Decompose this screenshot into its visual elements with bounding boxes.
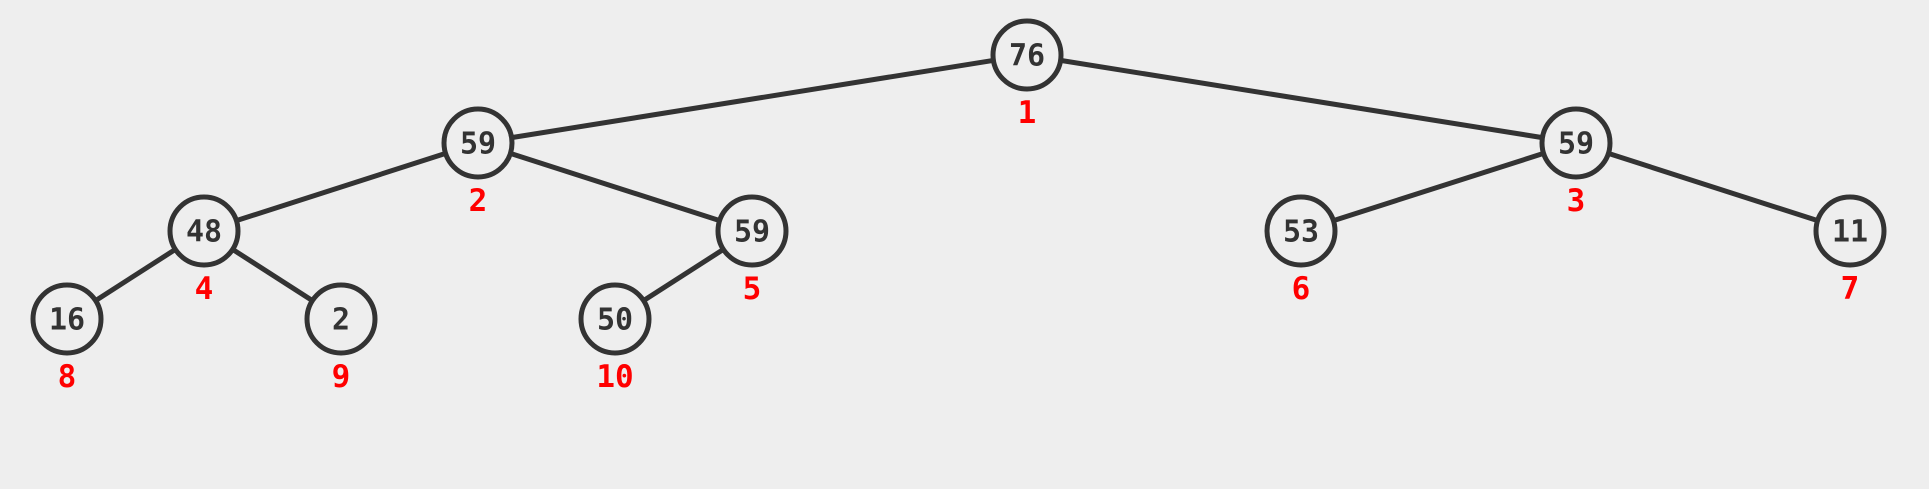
- node-circle: [441, 106, 515, 180]
- edge-n3-n6: [1300, 140, 1577, 234]
- node-circle: [990, 18, 1064, 92]
- node-value: 11: [1832, 215, 1868, 250]
- node-value: 59: [1558, 127, 1594, 162]
- node-circle: [1539, 106, 1613, 180]
- node-circle: [304, 282, 378, 356]
- node-value: 2: [332, 303, 350, 338]
- node-index-label: 3: [1567, 183, 1586, 219]
- tree-node-n8: 16 8: [30, 282, 104, 395]
- node-value: 50: [597, 303, 633, 338]
- edge-n2-n5: [477, 140, 753, 234]
- node-index-label: 6: [1292, 271, 1311, 307]
- node-value: 53: [1283, 215, 1319, 250]
- tree-node-n5: 59 5: [715, 194, 789, 307]
- edges-layer: [65, 52, 1851, 322]
- node-index-label: 7: [1841, 271, 1860, 307]
- edge-n1-n2: [477, 52, 1028, 146]
- node-value: 16: [49, 303, 85, 338]
- edge-n3-n7: [1575, 140, 1851, 234]
- node-circle: [1813, 194, 1887, 268]
- node-index-label: 1: [1018, 95, 1037, 131]
- node-index-label: 5: [743, 271, 762, 307]
- tree-node-n1: 76 1: [990, 18, 1064, 131]
- node-circle: [715, 194, 789, 268]
- tree-node-n3: 59 3: [1539, 106, 1613, 219]
- node-circle: [1264, 194, 1338, 268]
- node-index-label: 10: [596, 359, 633, 395]
- edge-n1-n3: [1026, 52, 1577, 146]
- node-value: 59: [734, 215, 770, 250]
- node-index-label: 8: [58, 359, 77, 395]
- node-index-label: 9: [332, 359, 351, 395]
- tree-node-n2: 59 2: [441, 106, 515, 219]
- node-circle: [30, 282, 104, 356]
- node-index-label: 4: [195, 271, 214, 307]
- edge-n2-n4: [203, 140, 479, 234]
- tree-node-n7: 11 7: [1813, 194, 1887, 307]
- node-value: 48: [186, 215, 222, 250]
- tree-node-n4: 48 4: [167, 194, 241, 307]
- node-value: 76: [1009, 39, 1045, 74]
- node-value: 59: [460, 127, 496, 162]
- node-circle: [578, 282, 652, 356]
- node-circle: [167, 194, 241, 268]
- node-index-label: 2: [469, 183, 488, 219]
- tree-node-n6: 53 6: [1264, 194, 1338, 307]
- tree-node-n10: 50 10: [578, 282, 652, 395]
- tree-node-n9: 29: [304, 282, 378, 395]
